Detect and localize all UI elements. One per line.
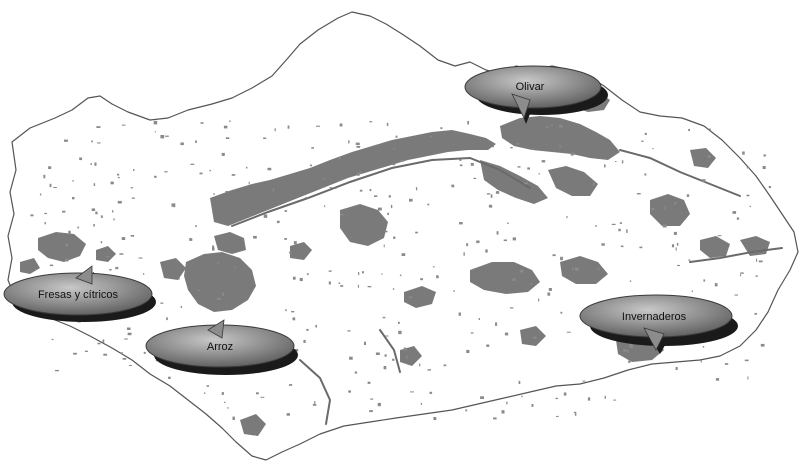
linear-features — [231, 149, 783, 425]
region-outline — [7, 11, 799, 461]
callout-arroz-label: Arroz — [207, 341, 233, 353]
callout-fresas-label: Fresas y cítricos — [38, 289, 119, 301]
callout-arroz: Arroz — [145, 319, 298, 375]
land-use-patches — [20, 86, 770, 436]
callout-invernaderos-label: Invernaderos — [622, 311, 687, 323]
callout-olivar-label: Olivar — [516, 81, 545, 93]
callout-olivar: Olivar — [464, 65, 608, 124]
callout-fresas: Fresas y cítricos — [3, 265, 156, 322]
callout-invernaderos: Invernaderos — [579, 294, 738, 354]
